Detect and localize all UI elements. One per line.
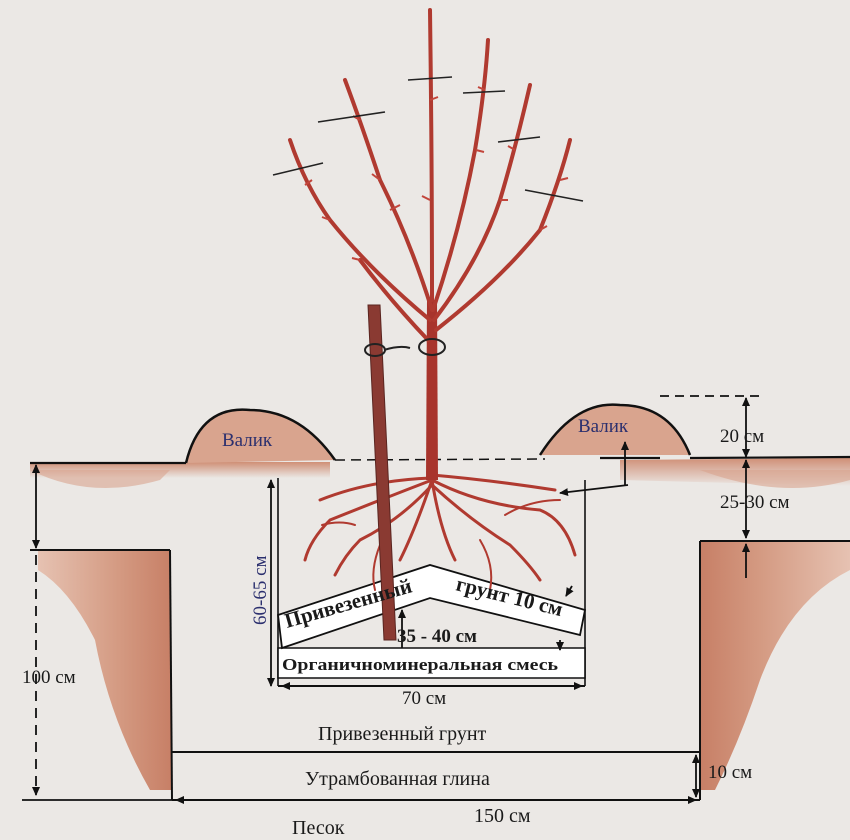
topsoil-layer bbox=[30, 458, 850, 488]
ridge-right-label: Валик bbox=[578, 416, 629, 437]
organomineral-label: Органичноминеральная смесь bbox=[282, 655, 558, 674]
imported-soil-label: Привезенный грунт bbox=[318, 723, 487, 745]
pruning-marks bbox=[272, 76, 584, 202]
dimension-lines bbox=[22, 395, 760, 804]
ground-surface bbox=[30, 455, 850, 465]
pit-right-wall bbox=[700, 541, 850, 790]
sand-label: Песок bbox=[292, 817, 345, 839]
hole-depth-label: 60-65 см bbox=[250, 555, 271, 625]
imported-soil-slab bbox=[277, 564, 587, 650]
hole-width-label: 70 см bbox=[402, 688, 446, 709]
ridge-right bbox=[538, 403, 692, 456]
ridge-left bbox=[184, 408, 337, 464]
cone-height-label: 35 - 40 см bbox=[397, 626, 477, 647]
ridge-left-label: Валик bbox=[222, 430, 273, 451]
pit-depth-label: 100 см bbox=[22, 667, 76, 688]
tree-trunk bbox=[426, 300, 438, 480]
ridge-height-label: 20 см bbox=[720, 426, 764, 447]
pit-left-wall bbox=[38, 551, 172, 790]
tree-roots bbox=[303, 473, 577, 591]
top-depth-label: 25-30 см bbox=[720, 492, 790, 513]
tree-branches bbox=[288, 8, 572, 342]
clay-thickness-label: 10 см bbox=[708, 762, 752, 783]
support-stake bbox=[367, 304, 397, 641]
compacted-clay-label: Утрамбованная глина bbox=[305, 768, 490, 790]
branch-buds bbox=[304, 86, 569, 261]
tree-tie bbox=[364, 338, 446, 357]
pit-width-label: 150 см bbox=[474, 805, 531, 827]
organomineral-layer bbox=[277, 647, 586, 679]
